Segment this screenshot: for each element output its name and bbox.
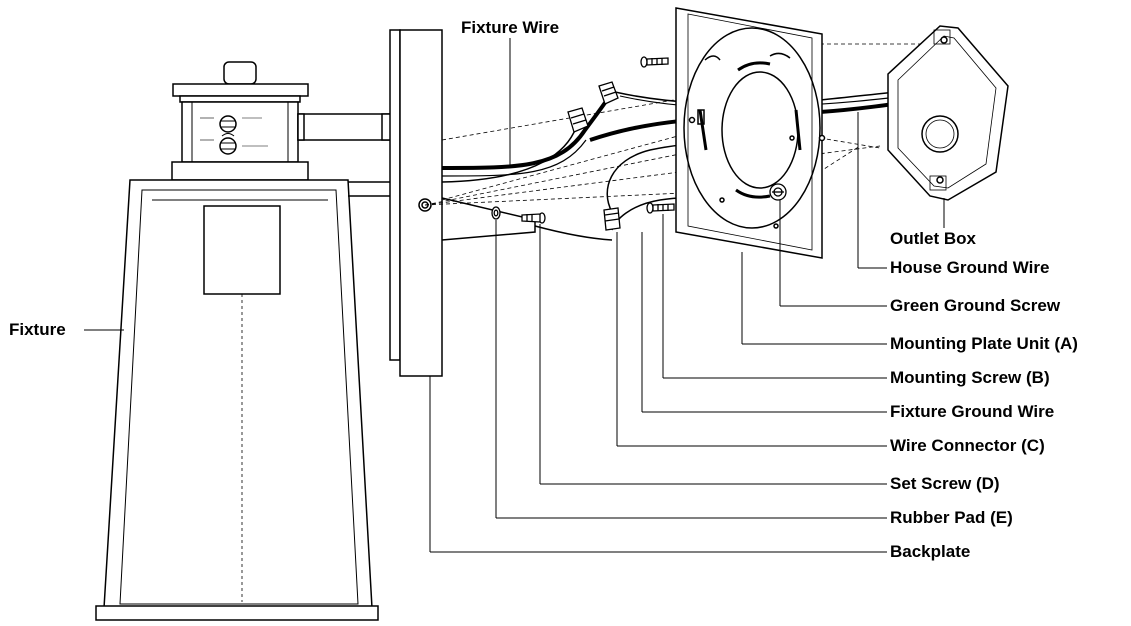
label-rubber-pad: Rubber Pad (E): [890, 508, 1013, 527]
label-backplate: Backplate: [890, 542, 971, 561]
label-set-screw: Set Screw (D): [890, 474, 1000, 493]
label-fixture: Fixture: [9, 320, 66, 339]
label-fixture-wire: Fixture Wire: [461, 18, 560, 37]
leader-lines: [84, 38, 945, 553]
wire-connectors: [567, 81, 621, 231]
green-ground-screw-shape: [769, 183, 787, 201]
label-mounting-screw: Mounting Screw (B): [890, 368, 1050, 387]
label-outlet-box: Outlet Box: [890, 229, 976, 248]
fixture-arm: [297, 113, 403, 197]
outlet-box-shape: [887, 25, 1009, 201]
set-screw-and-pad: [441, 197, 613, 241]
fixture-lamp: [95, 61, 379, 621]
label-wire-connector: Wire Connector (C): [890, 436, 1045, 455]
label-house-ground-wire: House Ground Wire: [890, 258, 1050, 277]
mounting-screws: [640, 56, 675, 214]
label-mounting-plate-unit: Mounting Plate Unit (A): [890, 334, 1078, 353]
mounting-plate: [675, 7, 826, 259]
label-green-ground-screw: Green Ground Screw: [890, 296, 1061, 315]
label-fixture-ground-wire: Fixture Ground Wire: [890, 402, 1055, 421]
